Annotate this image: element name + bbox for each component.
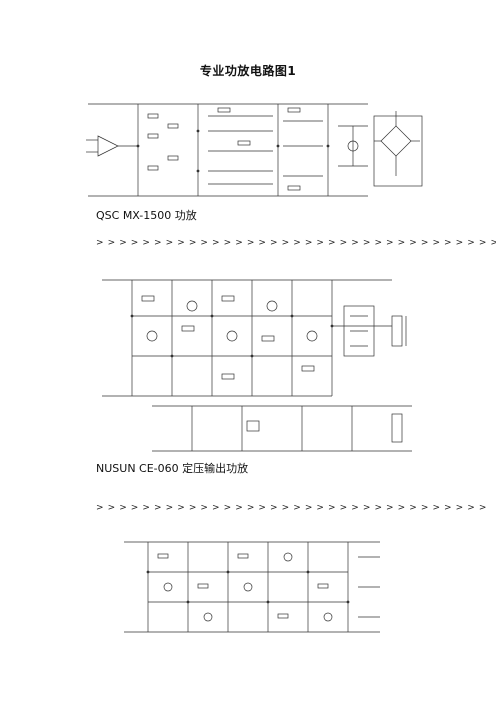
section-caption: QSC MX-1500 功放 bbox=[96, 209, 197, 222]
page-title: 专业功放电路图1 bbox=[199, 64, 297, 78]
circuit-diagram-3 bbox=[124, 541, 380, 633]
circuit-diagram-2 bbox=[102, 279, 412, 452]
section-separator: > > > > > > > > > > > > > > > > > > > > … bbox=[96, 238, 496, 248]
section-separator: > > > > > > > > > > > > > > > > > > > > … bbox=[96, 503, 488, 513]
circuit-diagram-1 bbox=[86, 103, 423, 197]
schematic-nusun-ce060 bbox=[92, 266, 418, 458]
section-caption: NUSUN CE-060 定压输出功放 bbox=[96, 462, 249, 475]
schematic-third bbox=[118, 532, 386, 640]
schematic-qsc-mx1500 bbox=[78, 96, 430, 204]
